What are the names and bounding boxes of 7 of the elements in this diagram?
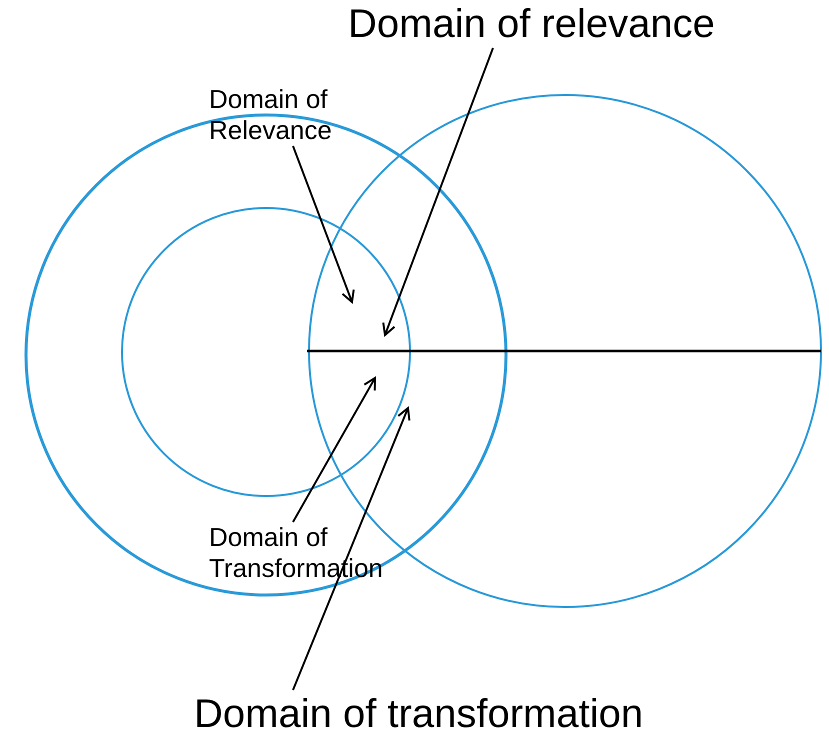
heading-label: Domain of relevance [348, 0, 715, 48]
leader-arrow [292, 146, 355, 303]
leader-arrow [292, 407, 410, 690]
leader-arrow [292, 377, 376, 522]
heading-label: Domain of transformation [194, 690, 644, 732]
leader-arrow [382, 48, 494, 336]
callout-label: Domain of Relevance [209, 84, 369, 146]
